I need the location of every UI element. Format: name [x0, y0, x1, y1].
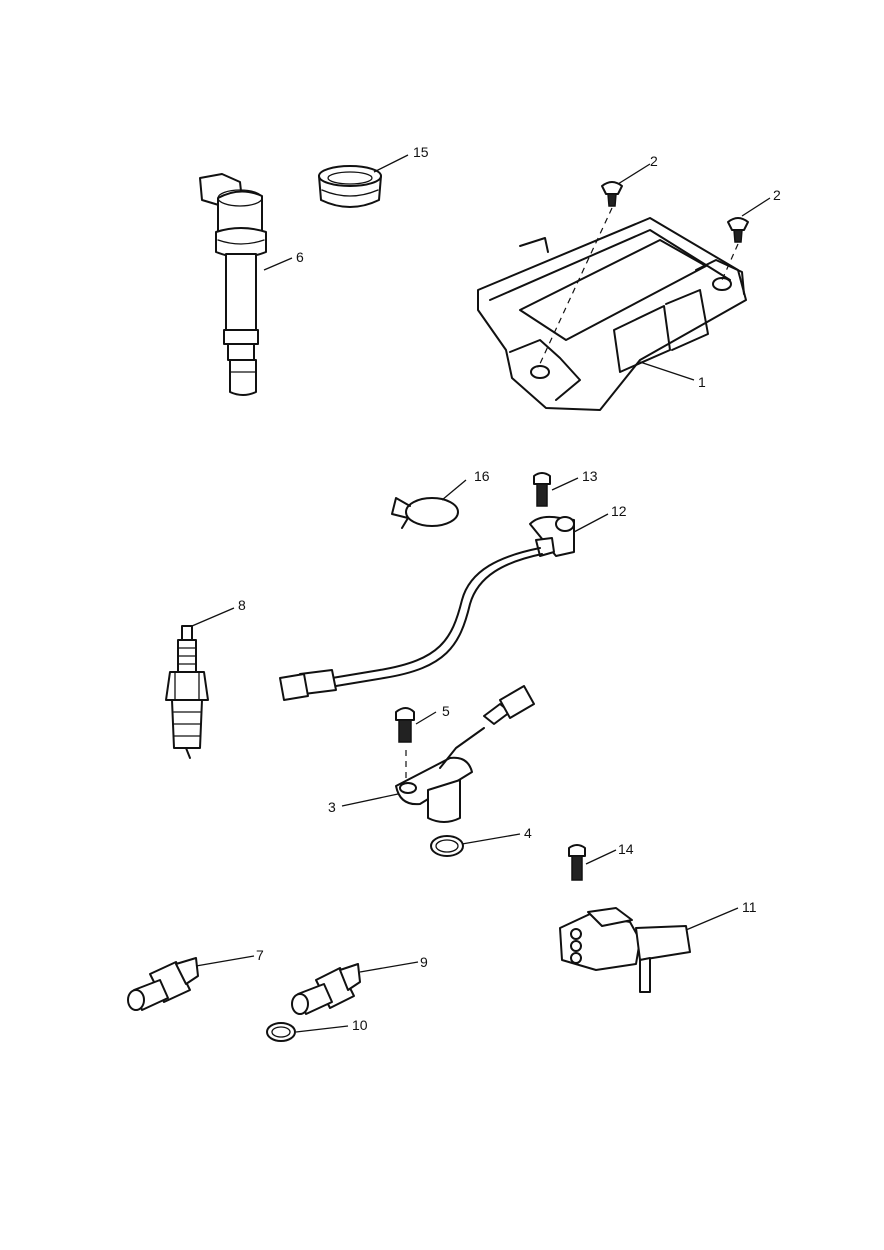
- part-16-clip: [391, 497, 459, 529]
- callout-10: 10: [352, 1017, 368, 1033]
- callout-3: 3: [328, 799, 336, 815]
- callout-16: 16: [474, 468, 490, 484]
- part-6-ignition-coil: [199, 173, 267, 396]
- callout-14: 14: [618, 841, 634, 857]
- part-13-bolt: [533, 472, 551, 507]
- part-11-pressure-sensor: [559, 907, 691, 993]
- leader-lines: [191, 154, 771, 1033]
- callout-9: 9: [420, 954, 428, 970]
- part-12-sensor-harness: [279, 515, 575, 701]
- callout-12: 12: [611, 503, 627, 519]
- part-14-bolt: [568, 844, 586, 881]
- part-4-o-ring: [430, 835, 464, 857]
- part-1-ecm-module: [477, 217, 747, 411]
- part-15-seal: [318, 165, 382, 208]
- part-10-washer: [266, 1022, 296, 1042]
- part-8-spark-plug: [165, 625, 209, 759]
- callout-2b: 2: [773, 187, 781, 203]
- callout-15: 15: [413, 144, 429, 160]
- callout-4: 4: [524, 825, 532, 841]
- callout-2a: 2: [650, 153, 658, 169]
- callout-8: 8: [238, 597, 246, 613]
- part-9-temp-sensor: [291, 963, 361, 1015]
- callout-1: 1: [698, 374, 706, 390]
- part-7-temp-sensor: [127, 957, 199, 1011]
- callout-13: 13: [582, 468, 598, 484]
- part-3-sensor: [395, 685, 535, 823]
- part-2-screw-left: [601, 181, 623, 207]
- part-2-screw-right: [727, 217, 749, 243]
- part-5-bolt: [395, 707, 415, 743]
- callout-5: 5: [442, 703, 450, 719]
- callout-7: 7: [256, 947, 264, 963]
- callout-11: 11: [742, 899, 757, 915]
- callout-6: 6: [296, 249, 304, 265]
